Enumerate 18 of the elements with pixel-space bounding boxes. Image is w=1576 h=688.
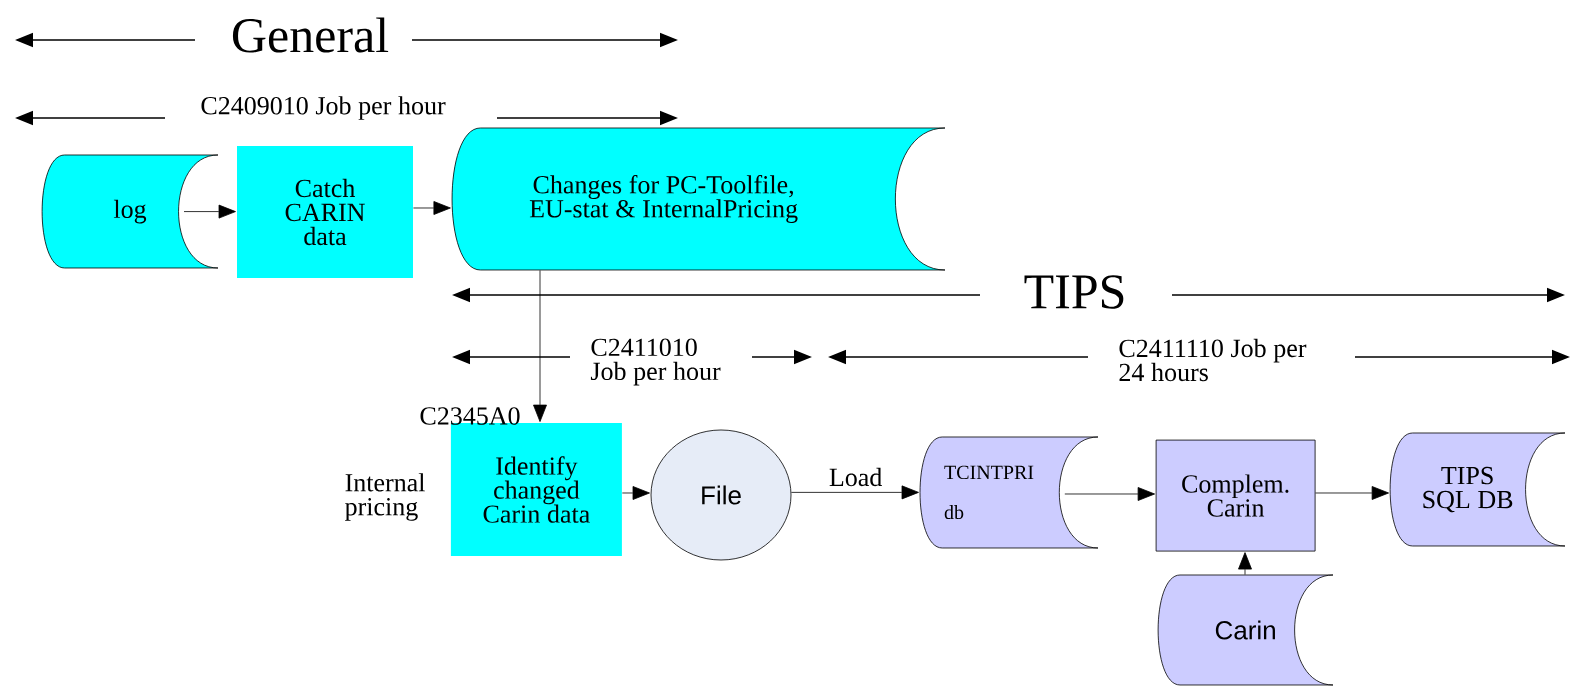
span-label: TIPS <box>1024 275 1124 309</box>
edge-label: Load <box>826 465 885 489</box>
arrow <box>791 485 919 500</box>
span-label: C2409010 Job per hour <box>201 96 446 120</box>
arrow <box>533 270 547 422</box>
job-label: C2345A0 <box>420 407 520 425</box>
process-box: Complem. Carin <box>1155 439 1316 552</box>
side-label: Internal pricing <box>345 473 425 521</box>
arrow <box>1064 487 1155 501</box>
span-label: C2411010 Job per hour <box>590 338 721 386</box>
arrow <box>1315 486 1389 500</box>
span-label: C2411110 Job per 24 hours <box>1119 338 1307 382</box>
span-label: General <box>232 17 389 53</box>
arrow <box>1238 552 1252 575</box>
arrow <box>621 486 650 500</box>
process-box: Catch CARIN data <box>237 146 413 278</box>
arrow <box>183 204 236 219</box>
arrow <box>413 201 451 215</box>
